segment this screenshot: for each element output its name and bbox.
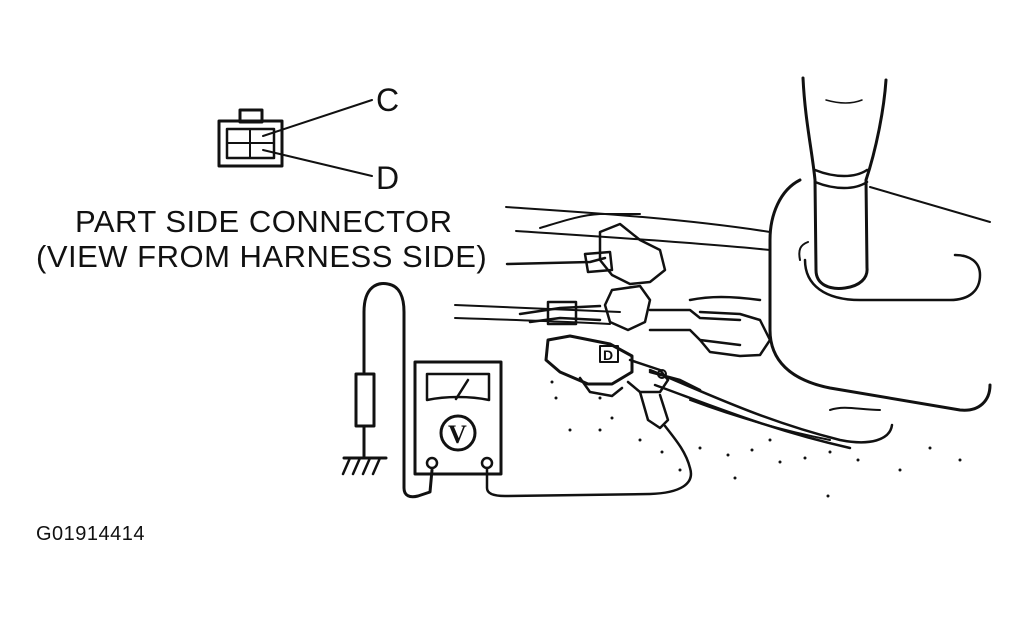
vehicle-harness-illustration: D bbox=[454, 76, 992, 498]
connector-title-line1: PART SIDE CONNECTOR bbox=[75, 204, 453, 239]
pin-c-label: C bbox=[376, 82, 399, 118]
component-marking: D bbox=[603, 347, 613, 363]
pin-c-leader-line bbox=[262, 99, 373, 137]
part-side-connector-icon bbox=[217, 108, 284, 168]
voltmeter: V bbox=[413, 360, 503, 476]
voltmeter-symbol-circle bbox=[439, 414, 477, 452]
fuse-icon bbox=[354, 372, 376, 428]
voltmeter-terminal-negative bbox=[425, 456, 439, 470]
figure-code: G01914414 bbox=[36, 523, 145, 545]
floor-texture bbox=[550, 380, 962, 498]
voltmeter-symbol: V bbox=[448, 420, 467, 449]
pin-d-label: D bbox=[376, 160, 399, 196]
ground-lead bbox=[354, 282, 434, 499]
connector-title-line2: (VIEW FROM HARNESS SIDE) bbox=[36, 239, 487, 274]
ground-symbol-icon bbox=[341, 456, 388, 476]
voltmeter-terminal-positive bbox=[480, 456, 494, 470]
pin-d-leader-line bbox=[262, 149, 373, 177]
positive-probe-lead bbox=[485, 424, 693, 498]
